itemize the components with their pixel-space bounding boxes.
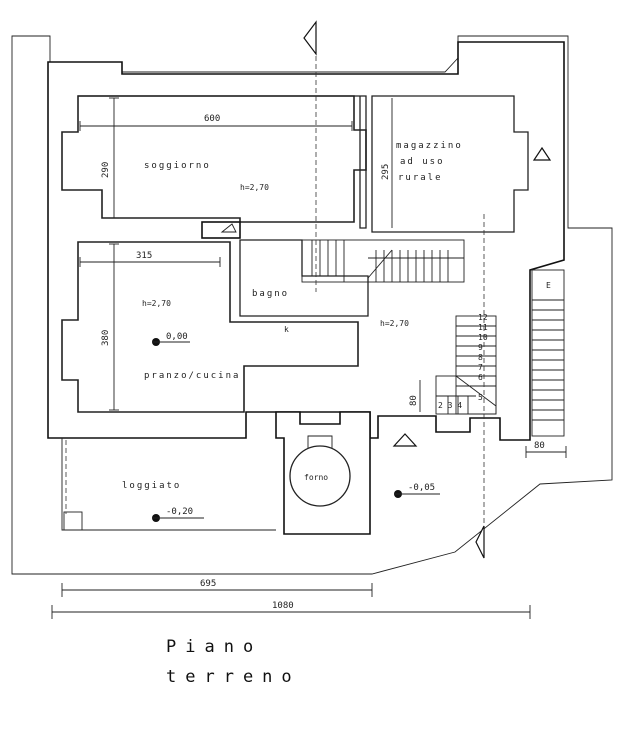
section-marker-right (532, 146, 552, 161)
forno-oven (289, 445, 351, 507)
step-12: 12 (478, 313, 488, 322)
room-label-forno: forno (304, 473, 328, 482)
room-label-k: k (284, 325, 289, 334)
level-pranzo: 0,00 (166, 332, 188, 342)
dim-295: 295 (381, 164, 391, 180)
dim-695: 695 (200, 579, 216, 589)
forno-neck (307, 435, 333, 448)
height-disimpegno: h=2,70 (380, 319, 409, 328)
room-label-pranzo-cucina: pranzo/cucina (144, 371, 240, 381)
dim-315-line (79, 257, 221, 267)
external-ramp (531, 269, 565, 437)
level-marker-loggiato (152, 514, 204, 522)
level-loggiato: -0,20 (166, 507, 193, 517)
dim-80-b: 80 (534, 441, 545, 451)
step-2-3-4: 2 3 4 (438, 401, 462, 410)
section-marker-door (392, 433, 418, 447)
step-5: 5 (478, 393, 483, 402)
level-esterno: -0,05 (408, 483, 435, 493)
forno-structure (275, 411, 371, 535)
title-line-2: terreno (166, 667, 301, 687)
loggiato-pillar (63, 511, 83, 531)
side-stair (435, 315, 497, 415)
level-marker-esterno (394, 490, 440, 498)
dim-380: 380 (101, 330, 111, 346)
step-8: 8 (478, 353, 483, 362)
level-marker-pranzo (152, 338, 190, 346)
height-pranzo: h=2,70 (142, 299, 171, 308)
dim-80-a: 80 (409, 395, 419, 406)
main-stair (301, 239, 465, 283)
wall-block-diagonal (220, 223, 237, 233)
dim-290: 290 (101, 162, 111, 178)
title-line-1: Piano (166, 637, 262, 657)
dim-695-line (61, 583, 373, 597)
step-6: 6 (478, 373, 483, 382)
room-label-soggiorno: soggiorno (144, 161, 211, 171)
room-label-bagno: bagno (252, 289, 289, 299)
dim-315: 315 (136, 251, 152, 261)
dim-1080-line (51, 605, 531, 619)
room-label-magazzino-2: ad uso (400, 157, 445, 167)
dim-380-line (109, 243, 119, 411)
dim-600-line (79, 121, 353, 131)
wall-block (201, 221, 241, 239)
step-7: 7 (478, 363, 483, 372)
dim-600: 600 (204, 114, 220, 124)
room-label-magazzino-3: rurale (398, 173, 443, 183)
step-11: 11 (478, 323, 488, 332)
section-marker-top (303, 20, 317, 56)
loggiato-outline (61, 438, 276, 531)
ramp-mark: E (546, 281, 551, 290)
step-9: 9 (478, 343, 483, 352)
building-outer-wall (47, 41, 565, 441)
height-soggiorno: h=2,70 (240, 183, 269, 192)
dim-1080: 1080 (272, 601, 294, 611)
section-marker-bottom (475, 525, 485, 559)
dim-80-line-b (525, 446, 567, 458)
dim-290-line (109, 97, 119, 219)
room-label-magazzino-1: magazzino (396, 141, 463, 151)
room-label-loggiato: loggiato (122, 481, 181, 491)
pranzo-walls (61, 241, 359, 413)
step-10: 10 (478, 333, 488, 342)
